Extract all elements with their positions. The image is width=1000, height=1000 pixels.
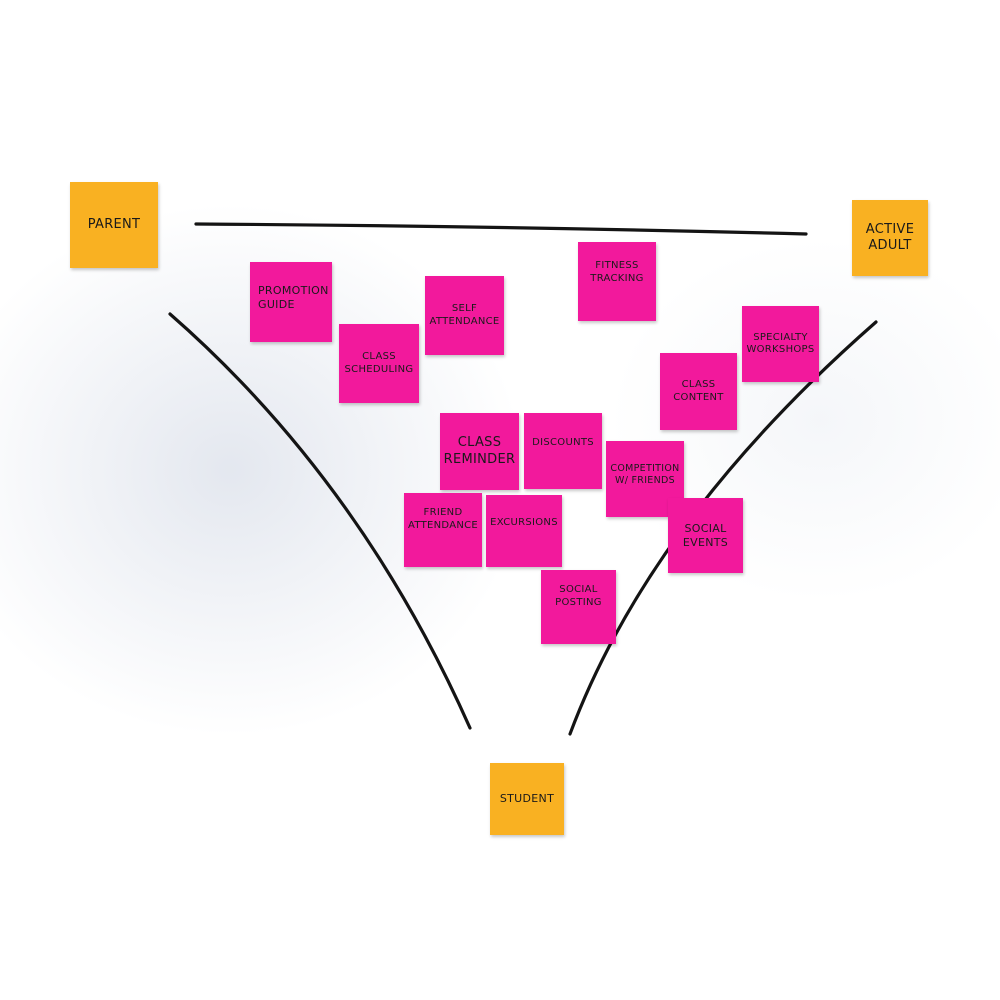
note-self-attendance-text: SELF ATTENDANCE xyxy=(429,303,500,327)
note-specialty-workshops[interactable]: SPECIALTY WORKSHOPS xyxy=(742,306,819,382)
note-social-events[interactable]: SOCIAL EVENTS xyxy=(668,498,743,573)
note-social-posting[interactable]: SOCIAL POSTING xyxy=(541,570,616,644)
note-class-scheduling[interactable]: CLASS SCHEDULING xyxy=(339,324,419,403)
note-class-reminder-text: CLASS REMINDER xyxy=(443,435,516,467)
note-student-text: STUDENT xyxy=(499,792,555,806)
note-active-adult[interactable]: ACTIVE ADULT xyxy=(852,200,928,276)
note-class-reminder[interactable]: CLASS REMINDER xyxy=(440,413,519,490)
left-marker-line xyxy=(168,312,472,730)
note-parent[interactable]: PARENT xyxy=(70,182,158,268)
note-student[interactable]: STUDENT xyxy=(490,763,564,835)
note-competition-friends-text: COMPETITION W/ FRIENDS xyxy=(610,463,680,486)
note-active-adult-text: ACTIVE ADULT xyxy=(865,221,915,253)
note-promotion-guide-text: PROMOTION GUIDE xyxy=(258,284,329,311)
note-parent-text: PARENT xyxy=(87,216,141,232)
note-fitness-tracking-text: FITNESS TRACKING xyxy=(590,260,644,284)
note-class-content-text: CLASS CONTENT xyxy=(673,379,724,403)
note-fitness-tracking[interactable]: FITNESS TRACKING xyxy=(578,242,656,321)
note-class-scheduling-text: CLASS SCHEDULING xyxy=(344,351,414,375)
note-friend-attendance-text: FRIEND ATTENDANCE xyxy=(407,507,479,531)
note-discounts-text: DISCOUNTS xyxy=(532,437,594,448)
note-promotion-guide[interactable]: PROMOTION GUIDE xyxy=(250,262,332,342)
note-discounts[interactable]: DISCOUNTS xyxy=(524,413,602,489)
note-excursions-text: EXCURSIONS xyxy=(490,517,558,528)
note-specialty-workshops-text: SPECIALTY WORKSHOPS xyxy=(746,331,815,356)
note-excursions[interactable]: EXCURSIONS xyxy=(486,495,562,567)
note-friend-attendance[interactable]: FRIEND ATTENDANCE xyxy=(404,493,482,567)
note-social-posting-text: SOCIAL POSTING xyxy=(555,584,602,608)
top-marker-line xyxy=(194,222,808,236)
note-class-content[interactable]: CLASS CONTENT xyxy=(660,353,737,430)
note-social-events-text: SOCIAL EVENTS xyxy=(682,521,729,549)
note-self-attendance[interactable]: SELF ATTENDANCE xyxy=(425,276,504,355)
